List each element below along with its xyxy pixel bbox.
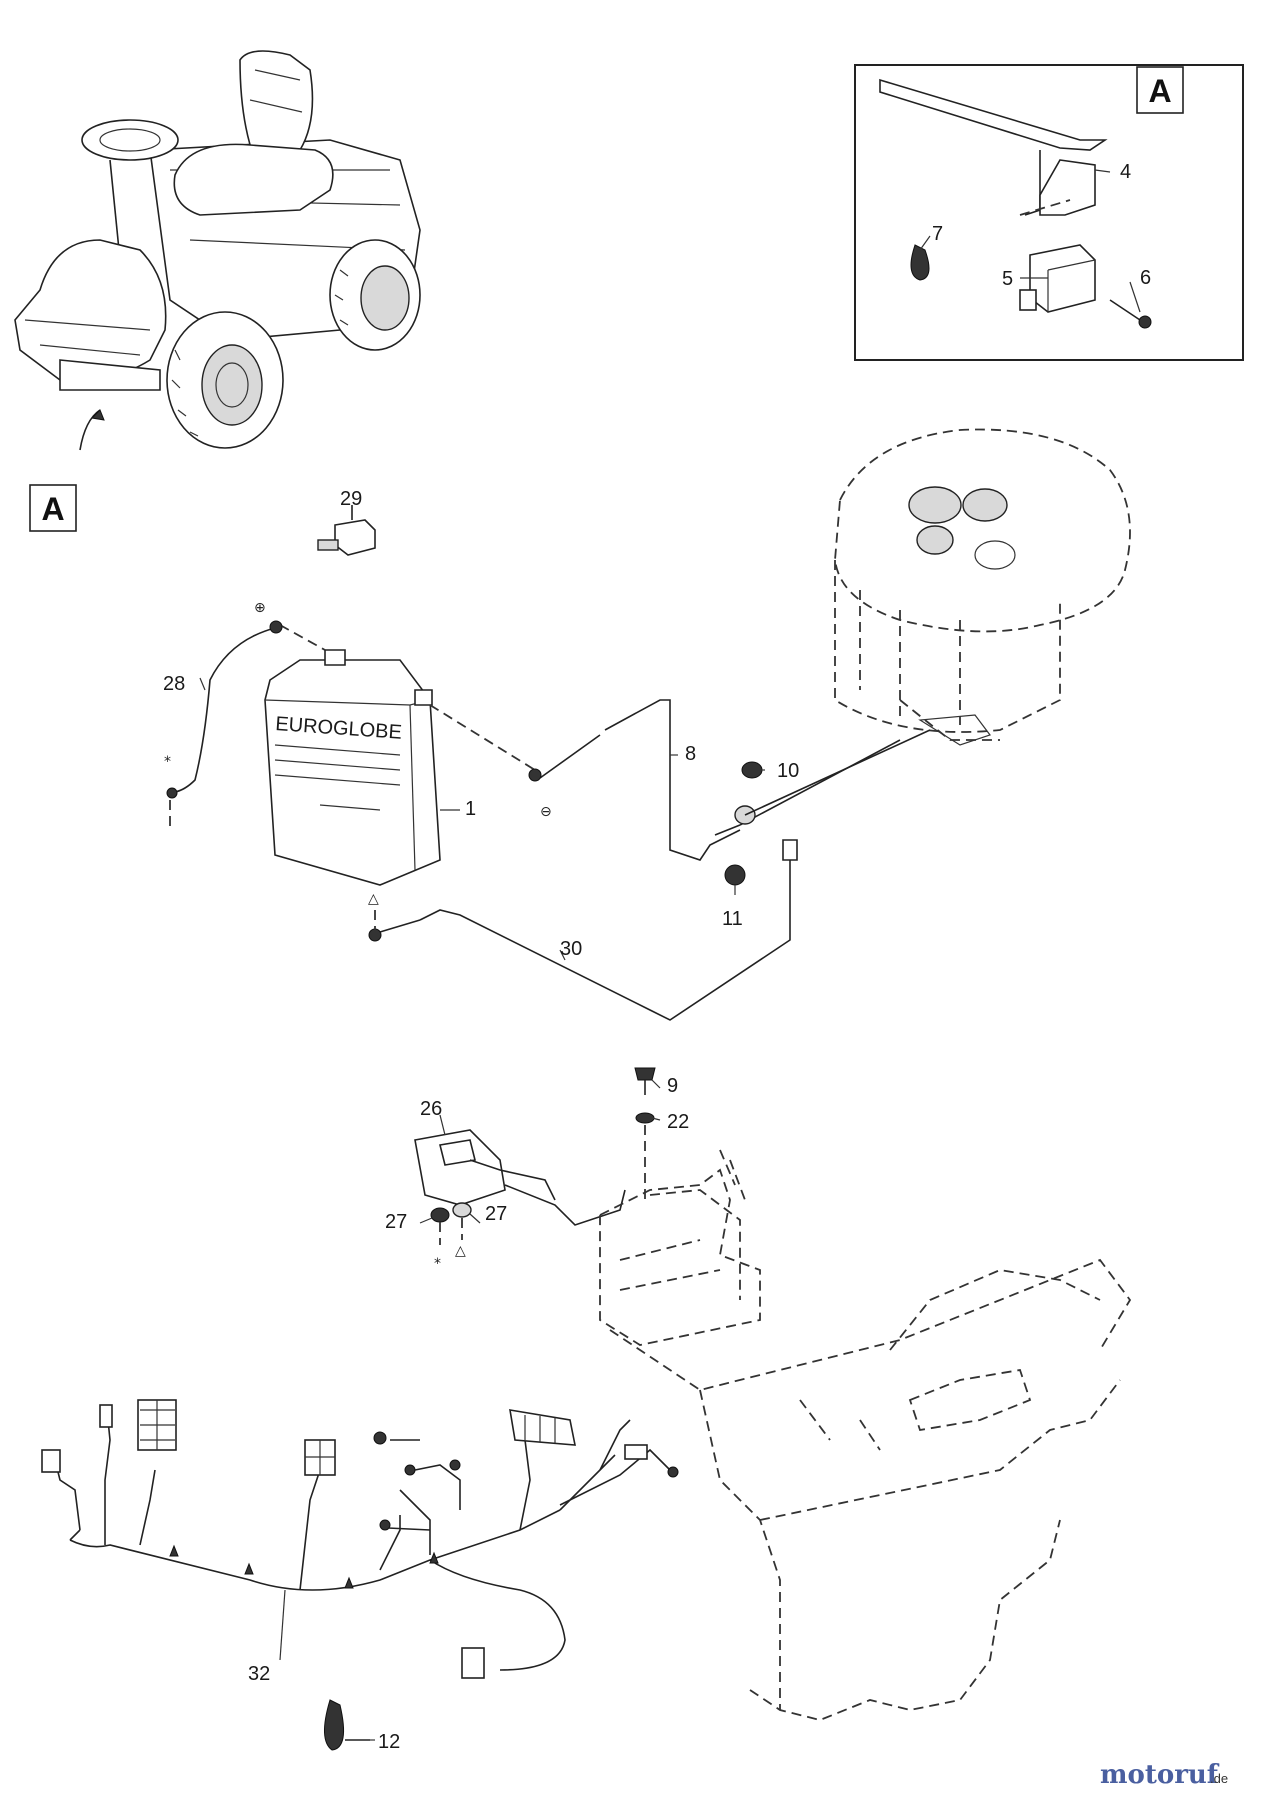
callout-6: 6 [1140, 267, 1151, 289]
callout-32: 32 [248, 1663, 270, 1685]
wiring-harness-part-32 [41, 1399, 679, 1679]
callout-5: 5 [1002, 268, 1013, 290]
callout-9: 9 [667, 1075, 678, 1097]
switch-part-29 [317, 505, 376, 556]
positive-terminal-symbol: ⊕ [254, 600, 266, 616]
star-marker-battery: * [164, 754, 171, 770]
negative-cable-part-8 [429, 699, 901, 861]
triangle-marker-ground: △ [368, 891, 379, 907]
callout-4: 4 [1120, 161, 1131, 183]
ride-on-mower-illustration [14, 50, 421, 451]
callout-30: 30 [560, 938, 582, 960]
chassis-frame-outline [599, 1149, 1132, 1721]
callout-8: 8 [685, 743, 696, 765]
callout-7: 7 [932, 223, 943, 245]
callout-1: 1 [465, 798, 476, 820]
ground-cable-part-30 [368, 839, 798, 1021]
engine-outline [834, 428, 1131, 746]
view-marker-a: A [29, 484, 77, 532]
fuse-holder-part-26 [414, 1129, 626, 1245]
detail-box-a: A [854, 64, 1244, 361]
battery-part-1: EUROGLOBE [264, 649, 441, 886]
callout-22: 22 [667, 1111, 689, 1133]
bolt-part-9-washer-22 [634, 1067, 656, 1200]
watermark-tld: .de [1210, 1771, 1228, 1786]
triangle-marker-fuse: △ [455, 1243, 466, 1259]
cable-tie-part-12 [324, 1699, 370, 1751]
callout-12: 12 [378, 1731, 400, 1753]
motoruf-watermark: motoruf .de [1100, 1760, 1228, 1790]
fasteners-10-11 [724, 729, 931, 886]
callout-28: 28 [163, 673, 185, 695]
callout-27-right: 27 [485, 1203, 507, 1225]
view-marker-letter: A [41, 491, 64, 527]
star-marker-fuse: * [434, 1256, 441, 1272]
detail-box-letter: A [1148, 73, 1171, 109]
negative-terminal-symbol: ⊖ [540, 804, 552, 820]
watermark-brand: motoruf [1100, 1760, 1220, 1790]
leader-lines [199, 169, 1141, 1741]
callout-27-left: 27 [385, 1211, 407, 1233]
positive-cable-part-28 [166, 620, 326, 830]
callout-11: 11 [722, 908, 743, 930]
callout-10: 10 [777, 760, 799, 782]
callout-26: 26 [420, 1098, 442, 1120]
callout-29: 29 [340, 488, 362, 510]
